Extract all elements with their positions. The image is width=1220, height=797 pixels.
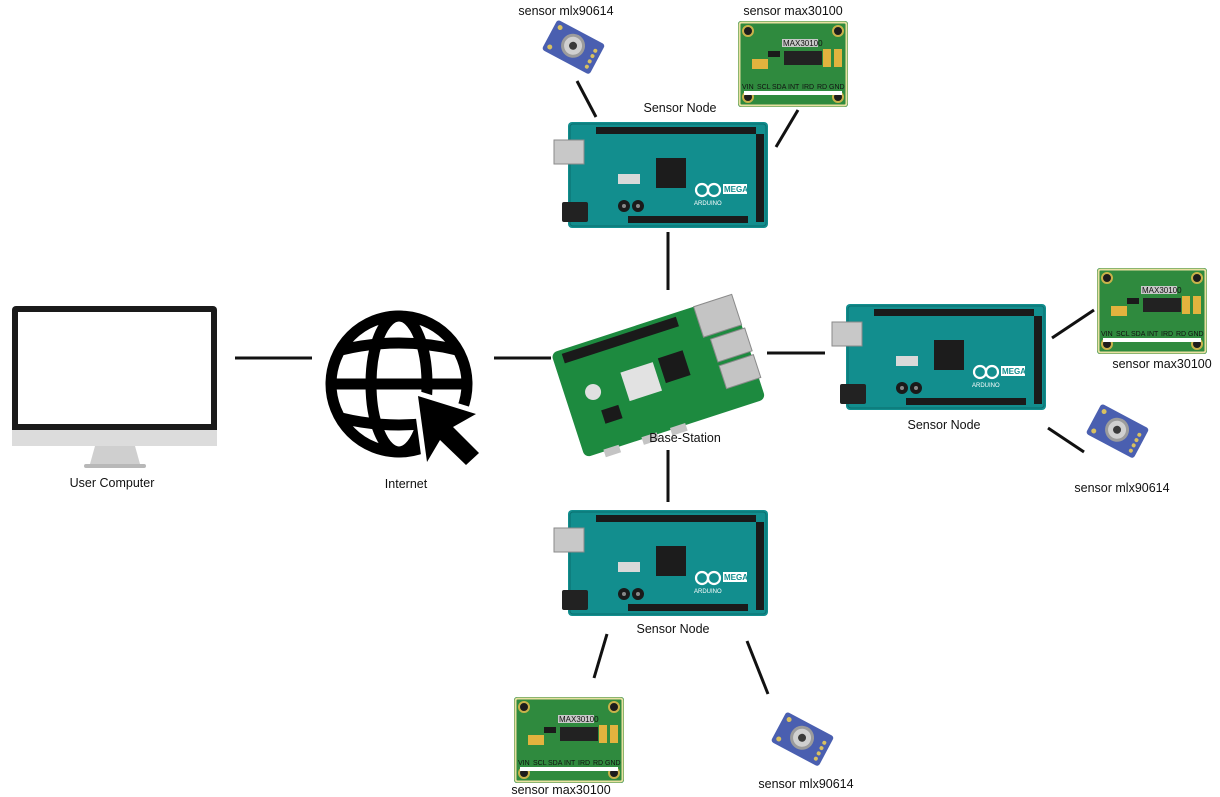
- sensor-top-mlx-label: sensor mlx90614: [518, 4, 614, 18]
- sensor-top-max-label: sensor max30100: [743, 4, 843, 18]
- sensor-bottom-max-label: sensor max30100: [511, 783, 611, 797]
- mlx90614-board-right: [1085, 403, 1150, 459]
- max30100-board-bottom: [513, 696, 625, 784]
- mlx90614-board-top: [541, 19, 606, 75]
- cursor-arrow-icon: [413, 391, 484, 470]
- mlx90614-board-bottom: [770, 711, 835, 767]
- max30100-board-top: [737, 20, 849, 108]
- sensor-bottom-mlx-label: sensor mlx90614: [758, 777, 854, 791]
- connections: [235, 80, 1095, 695]
- max30100-board-right: [1096, 267, 1208, 355]
- arduino-mega-bottom: [552, 508, 770, 618]
- monitor-icon: [12, 306, 217, 468]
- sensor-right-max-label: sensor max30100: [1112, 357, 1212, 371]
- arduino-mega-top: [552, 120, 770, 230]
- sensor-node-top-label: Sensor Node: [643, 101, 717, 115]
- internet-label: Internet: [384, 477, 428, 491]
- raspberry-pi-board: [552, 293, 765, 458]
- user-computer-label: User Computer: [69, 476, 155, 490]
- sensor-right-mlx-label: sensor mlx90614: [1074, 481, 1170, 495]
- sensor-node-right-label: Sensor Node: [907, 418, 981, 432]
- arduino-mega-right: [830, 302, 1048, 412]
- base-station-label: Base-Station: [649, 431, 721, 445]
- sensor-node-bottom-label: Sensor Node: [636, 622, 710, 636]
